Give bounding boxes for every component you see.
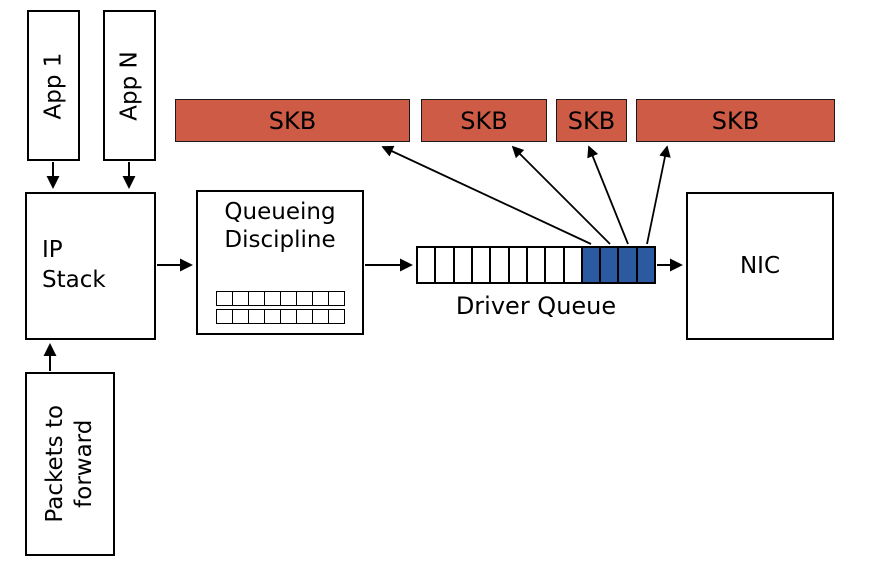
skb-box-2: SKB [421,99,547,142]
appN-box: App N [103,10,156,161]
qdisc-grid-cell [231,309,249,324]
skb-box-3: SKB [556,99,627,142]
qdisc-grid [215,291,345,324]
driver-queue-cell-empty [509,248,528,282]
qdisc-grid-cell [311,309,329,324]
qdisc-grid-cell [295,291,313,306]
queueing-discipline-box: Queueing Discipline [196,190,364,335]
skb-box-1: SKB [175,99,410,142]
qdisc-grid-row [215,309,345,324]
app1-box: App 1 [27,10,80,161]
nic-box: NIC [686,192,834,340]
qdisc-grid-cell [247,309,265,324]
qdisc-grid-cell [215,309,233,324]
driver-queue-cell-empty [472,248,492,282]
qdisc-grid-cell [279,309,297,324]
packets-to-forward-box: Packets to forward [25,372,115,556]
qdisc-grid-cell [327,309,345,324]
qdisc-grid-cell [279,291,297,306]
driver-queue-cell-empty [436,248,455,282]
app1-label: App 1 [40,52,67,119]
driver-queue-cell-empty [454,248,473,282]
qdisc-grid-cell [215,291,233,306]
skb-label-4: SKB [711,106,760,135]
ip-stack-label: IP Stack [42,236,106,296]
driver-queue-cell-empty [564,248,583,282]
driver-queue-label: Driver Queue [455,292,617,320]
qdisc-grid-cell [231,291,249,306]
queueing-discipline-line1: Queueing [224,199,336,225]
ip-stack-label-line2: Stack [42,267,106,293]
qdisc-grid-cell [327,291,345,306]
skb-label-3: SKB [567,106,616,135]
nic-label: NIC [739,253,781,279]
driver-queue-cell-empty [527,248,547,282]
driver-queue-cell-filled [601,248,620,282]
appN-label: App N [116,50,143,121]
driver-queue [416,246,656,284]
driver-queue-cell-empty [418,248,437,282]
qdisc-grid-cell [263,309,281,324]
packets-to-forward-line1: Packets to [42,405,69,523]
driver-queue-cell-filled [582,248,602,282]
skb-box-4: SKB [636,99,835,142]
arrow-queue-to-skb1 [381,145,592,245]
packets-to-forward-label: Packets to forward [41,405,99,523]
queueing-discipline-label: Queueing Discipline [224,198,335,254]
ip-stack-box: IP Stack [25,192,156,340]
driver-queue-cell-empty [491,248,510,282]
qdisc-grid-cell [311,291,329,306]
queueing-discipline-line2: Discipline [224,227,336,254]
skb-label-2: SKB [460,106,508,135]
ip-stack-label-line1: IP [42,237,63,264]
arrow-queue-to-skb2 [511,145,611,245]
skb-label-1: SKB [268,106,317,135]
arrow-queue-to-skb3 [587,145,629,245]
packets-to-forward-line2: forward [71,419,98,509]
qdisc-grid-cell [263,291,281,306]
driver-queue-cell-filled [637,248,655,282]
qdisc-grid-cell [295,309,313,324]
driver-queue-cell-empty [546,248,565,282]
arrow-queue-to-skb4 [646,145,671,245]
qdisc-grid-cell [247,291,265,306]
driver-queue-cell-filled [619,248,638,282]
qdisc-grid-row [215,291,345,306]
